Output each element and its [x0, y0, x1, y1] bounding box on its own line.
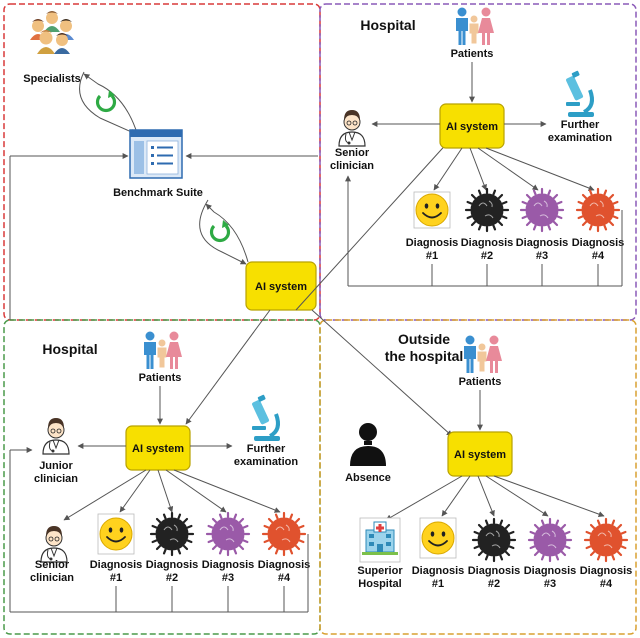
senior-label-bottom-1: Senior: [35, 559, 70, 571]
diag-outside-4-line1: Diagnosis: [580, 565, 633, 577]
superior-hospital-label-2: Hospital: [358, 578, 401, 590]
refresh-cycle-icon-2: [209, 218, 231, 243]
virus-icon-outside-3: [527, 517, 573, 563]
ai-system-label-bottom: AI system: [132, 443, 184, 455]
diag-bottom-1-line2: #1: [110, 572, 122, 584]
loop-arrow-to-ai: [199, 199, 247, 265]
diag-top-3-line1: Diagnosis: [516, 237, 569, 249]
virus-icon-top-4: [575, 187, 621, 233]
senior-clinician-icon-top: [338, 109, 366, 147]
diag-outside-4-line2: #4: [600, 578, 613, 590]
ai-system-label-outside: AI system: [454, 449, 506, 461]
ai-system-box-benchmark: [245, 261, 317, 311]
diag-outside-2-line1: Diagnosis: [468, 565, 521, 577]
further-label-bottom-1: Further: [247, 443, 286, 455]
senior-label-top-2: clinician: [330, 160, 374, 172]
outside-title-2: the hospital: [385, 348, 464, 364]
diag-outside-1-line2: #1: [432, 578, 444, 590]
patients-icon-bottom: [144, 332, 182, 370]
panel-outside-border: [319, 319, 637, 635]
senior-label-top-1: Senior: [335, 147, 370, 159]
absence-silhouette-icon: [350, 423, 386, 466]
outside-title-1: Outside: [398, 331, 450, 347]
further-label-top-2: examination: [548, 132, 612, 144]
diag-top-4-line1: Diagnosis: [572, 237, 625, 249]
patients-label-outside: Patients: [459, 376, 502, 388]
microscope-icon-bottom: [249, 392, 282, 443]
diag-bottom-2-line2: #2: [166, 572, 178, 584]
diag-top-2-line1: Diagnosis: [461, 237, 514, 249]
hospital-top-title: Hospital: [360, 17, 415, 33]
benchmark-suite-icon: [129, 129, 183, 179]
ai-system-box-top: [439, 103, 505, 149]
diagnosis-fanout-top: [433, 147, 595, 191]
junior-label-2: clinician: [34, 473, 78, 485]
deploy-arrow-outside: [311, 309, 453, 437]
panel-hospital-top-border: [319, 3, 637, 321]
diag-top-1-line1: Diagnosis: [406, 237, 459, 249]
diag-top-2-line2: #2: [481, 250, 493, 262]
hospital-bottom-title: Hospital: [42, 341, 97, 357]
panel-specialists-border: [3, 3, 321, 321]
diag-top-4-line2: #4: [592, 250, 605, 262]
panel-hospital-bottom-border: [3, 319, 321, 635]
patients-icon-top: [456, 8, 494, 46]
virus-icon-top-2: [464, 187, 510, 233]
specialists-group-icon: [30, 11, 74, 54]
hospital-building-icon: [359, 517, 401, 563]
virus-icon-outside-4: [583, 517, 629, 563]
junior-label-1: Junior: [39, 460, 73, 472]
diag-outside-3-line2: #3: [544, 578, 556, 590]
ai-system-box-outside: [447, 431, 513, 477]
patients-label-bottom: Patients: [139, 372, 182, 384]
patients-icon-outside: [464, 336, 502, 374]
diag-outside-2-line2: #2: [488, 578, 500, 590]
senior-clinician-icon-bottom: [40, 525, 68, 563]
diag-bottom-1-line1: Diagnosis: [90, 559, 143, 571]
specialists-label: Specialists: [23, 73, 80, 85]
senior-label-bottom-2: clinician: [30, 572, 74, 584]
diag-bottom-3-line1: Diagnosis: [202, 559, 255, 571]
diag-outside-3-line1: Diagnosis: [524, 565, 577, 577]
further-label-bottom-2: examination: [234, 456, 298, 468]
diag-bottom-4-line2: #4: [278, 572, 291, 584]
diag-bottom-4-line1: Diagnosis: [258, 559, 311, 571]
diagnosis-fanout-outside: [385, 475, 605, 521]
diag-outside-1-line1: Diagnosis: [412, 565, 465, 577]
ai-system-label-top: AI system: [446, 121, 498, 133]
loop-arrow-down: [79, 71, 137, 135]
virus-icon-outside-2: [471, 517, 517, 563]
absence-label: Absence: [345, 472, 391, 484]
smiley-healthy-icon-top: [415, 193, 449, 227]
diag-top-1-line2: #1: [426, 250, 438, 262]
virus-icon-bottom-3: [205, 511, 251, 557]
diag-top-3-line2: #3: [536, 250, 548, 262]
further-label-top-1: Further: [561, 119, 600, 131]
diagnosis-return-lines-bottom: [9, 447, 309, 613]
loop-arrow-up: [83, 73, 137, 131]
deploy-arrow-bottom-hospital: [185, 309, 271, 425]
virus-icon-bottom-4: [261, 511, 307, 557]
virus-icon-top-3: [519, 187, 565, 233]
loop-arrow-to-suite: [205, 203, 249, 263]
smiley-healthy-icon-bottom: [99, 517, 133, 551]
benchmark-suite-label: Benchmark Suite: [113, 187, 203, 199]
superior-hospital-label-1: Superior: [357, 565, 403, 577]
diagnosis-fanout-bottom: [63, 469, 281, 521]
refresh-cycle-icon: [95, 88, 117, 113]
junior-clinician-icon: [42, 417, 70, 455]
microscope-icon-top: [563, 68, 596, 119]
ai-system-label-benchmark: AI system: [255, 281, 307, 293]
diag-bottom-3-line2: #3: [222, 572, 234, 584]
diag-bottom-2-line1: Diagnosis: [146, 559, 199, 571]
diagnosis-return-lines-top: [345, 175, 623, 287]
patients-label-top: Patients: [451, 48, 494, 60]
deploy-arrow-top-hospital: [295, 139, 451, 311]
virus-icon-bottom-2: [149, 511, 195, 557]
smiley-healthy-icon-outside: [421, 521, 455, 555]
